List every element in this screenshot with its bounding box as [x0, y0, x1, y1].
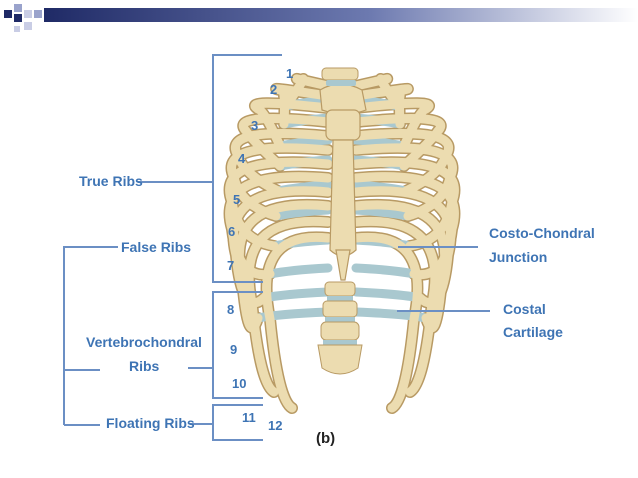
label-vertebrochondral-1: Vertebrochondral — [86, 334, 202, 350]
rib-number-12: 12 — [268, 418, 283, 433]
rib-11-left — [244, 216, 333, 397]
rib-number-2: 2 — [270, 82, 278, 97]
rib-number-5: 5 — [233, 192, 241, 207]
lower-vertebrae — [317, 281, 363, 375]
rib-number-9: 9 — [230, 342, 238, 357]
label-costo-chondral-1: Costo-Chondral — [489, 225, 595, 241]
label-costo-chondral-2: Junction — [489, 249, 548, 265]
label-costal-cartilage-2: Cartilage — [503, 324, 563, 340]
bracket-lines — [63, 54, 490, 441]
rib-number-4: 4 — [238, 151, 246, 166]
costal-cartilage-8-left — [265, 263, 333, 279]
label-vertebrochondral-2: Ribs — [129, 358, 160, 374]
label-true-ribs: True Ribs — [79, 173, 143, 189]
figure-caption: (b) — [316, 430, 336, 447]
rib-number-7: 7 — [227, 258, 235, 273]
label-false-ribs: False Ribs — [121, 239, 192, 255]
label-floating-ribs: Floating Ribs — [106, 415, 195, 431]
upper-vertebra — [321, 67, 359, 86]
rib-number-11: 11 — [242, 410, 256, 425]
rib-11-right — [351, 216, 440, 397]
rib-3-left — [250, 98, 333, 151]
ribs-group — [223, 72, 461, 414]
label-costal-cartilage-1: Costal — [503, 301, 546, 317]
rib-number-1: 1 — [286, 66, 294, 81]
costal-cartilage-8-right — [351, 263, 419, 279]
rib-12-left — [262, 232, 333, 413]
sternum — [319, 83, 367, 281]
header-decoration — [4, 4, 638, 32]
rib-12-right — [351, 232, 422, 413]
rib-number-3: 3 — [251, 118, 259, 133]
costal-cartilage-9-right — [351, 287, 425, 303]
costal-cartilage-9-left — [259, 287, 333, 303]
rib-number-10: 10 — [232, 376, 247, 391]
rib-number-8: 8 — [227, 302, 235, 317]
rib-number-6: 6 — [228, 224, 236, 239]
rib-3-right — [351, 98, 434, 151]
